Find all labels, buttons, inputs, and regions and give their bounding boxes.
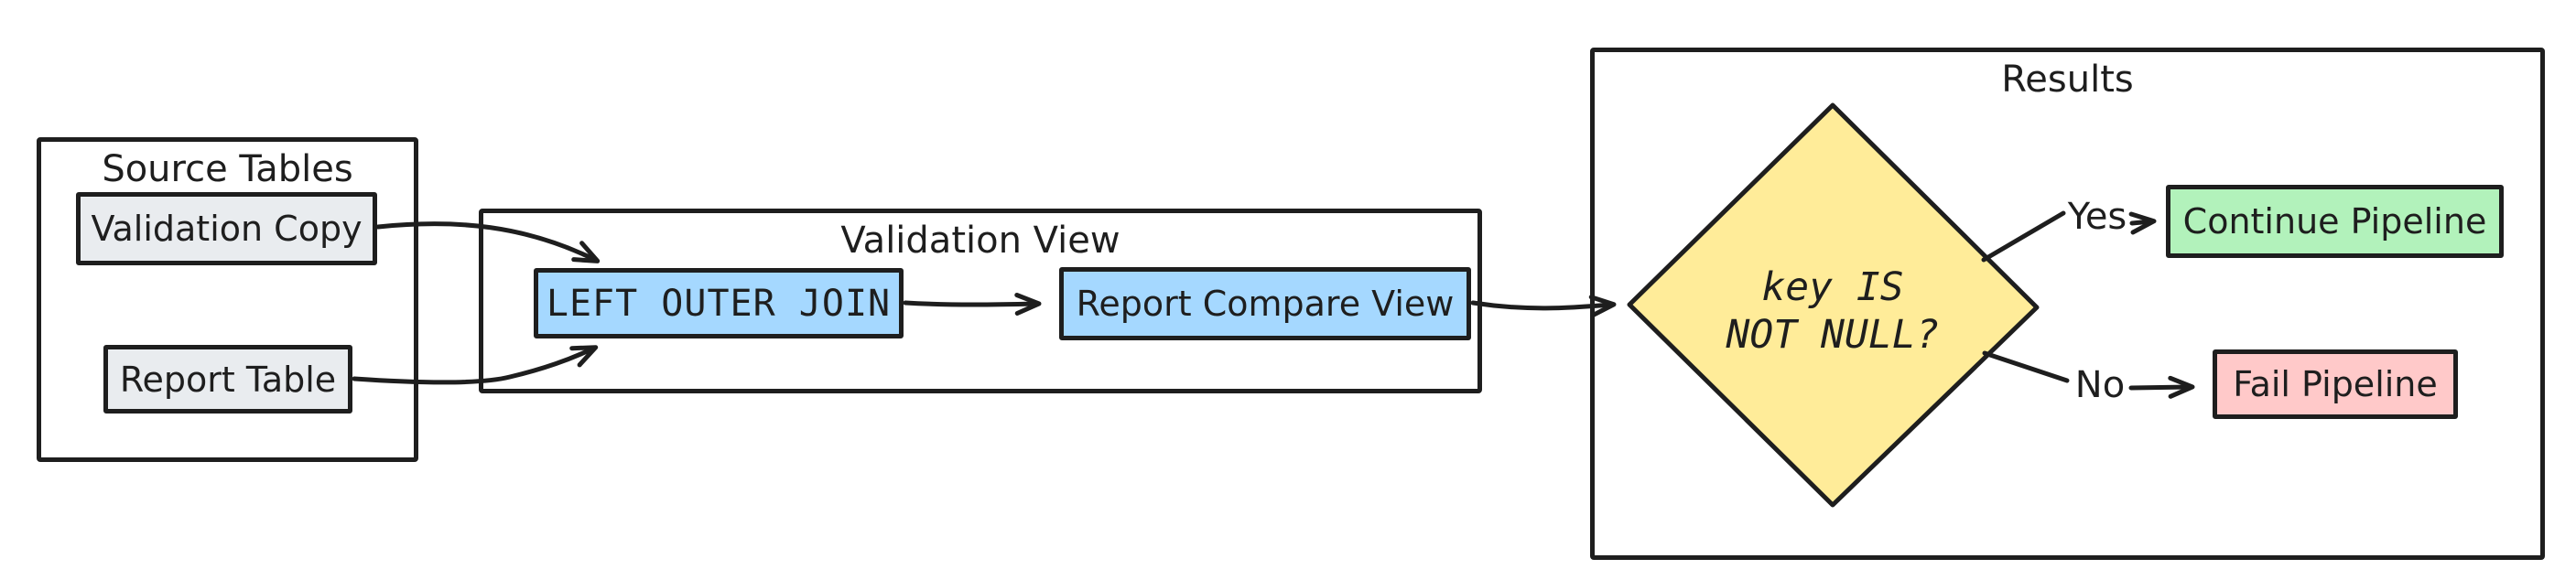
group-results-title: Results [2001, 59, 2134, 101]
group-validation-view: Validation View [479, 209, 1482, 393]
edge-label-no: No [2074, 364, 2126, 406]
node-left-outer-join-label: LEFT OUTER JOIN [546, 282, 892, 325]
node-fail-pipeline: Fail Pipeline [2213, 349, 2458, 419]
node-fail-pipeline-label: Fail Pipeline [2233, 364, 2438, 404]
group-validation-view-title: Validation View [840, 220, 1120, 262]
node-decision-label: key IS NOT NULL? [1686, 263, 1979, 360]
node-continue-pipeline-label: Continue Pipeline [2182, 201, 2487, 242]
group-source-tables: Source Tables [37, 137, 418, 462]
node-continue-pipeline: Continue Pipeline [2166, 185, 2504, 258]
node-report-table: Report Table [103, 345, 352, 414]
node-report-compare-view-label: Report Compare View [1076, 284, 1455, 324]
decision-label-line1: key IS [1761, 264, 1904, 310]
node-report-compare-view: Report Compare View [1059, 267, 1471, 340]
node-left-outer-join: LEFT OUTER JOIN [534, 268, 904, 338]
node-validation-copy: Validation Copy [76, 192, 377, 265]
group-source-tables-title: Source Tables [102, 148, 353, 190]
node-validation-copy-label: Validation Copy [91, 209, 363, 249]
edge-label-yes: Yes [2067, 196, 2127, 238]
node-report-table-label: Report Table [119, 359, 337, 400]
decision-label-line2: NOT NULL? [1726, 312, 1940, 359]
